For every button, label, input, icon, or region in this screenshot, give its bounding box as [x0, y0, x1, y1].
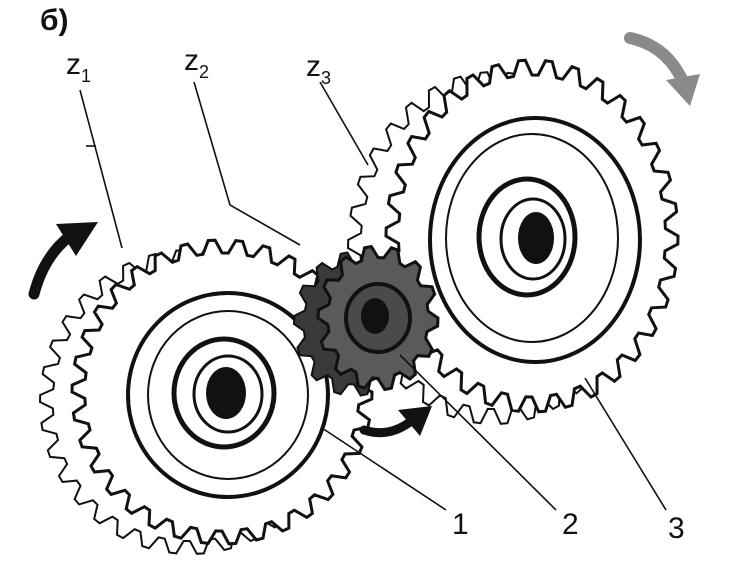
- leader-z3: [319, 81, 369, 166]
- gear-3-bore: [518, 212, 554, 264]
- curved-arrow-cw-grey-icon: [624, 32, 690, 90]
- label-z1: z1: [66, 48, 91, 86]
- label-z3-letter: z: [306, 50, 321, 83]
- rotation-arrow-gear-3: [624, 32, 700, 106]
- callout-1: 1: [452, 508, 469, 541]
- panel-label: б): [40, 4, 69, 37]
- leader-1: [321, 427, 447, 511]
- arrowhead-icon: [666, 74, 700, 106]
- gear-1-inner-ring: [147, 310, 309, 480]
- rotation-arrow-gear-2: [359, 406, 432, 438]
- curved-arrow-ccw-icon: [28, 230, 76, 300]
- leader-2: [399, 354, 557, 511]
- leader-lines: [79, 81, 667, 511]
- label-z2-subscript: 2: [199, 62, 209, 82]
- gear-1-bore: [206, 367, 246, 419]
- gear-3-hub-rim: [499, 197, 567, 281]
- label-z1-letter: z: [66, 48, 81, 81]
- label-z3: z3: [306, 50, 331, 88]
- gear-2-bore: [361, 298, 389, 334]
- label-z1-subscript: 1: [81, 66, 91, 86]
- arrowhead-icon: [56, 222, 98, 256]
- callout-2: 2: [562, 508, 579, 541]
- label-z2-letter: z: [184, 44, 199, 77]
- gear-1-hub-rim: [192, 354, 264, 434]
- leader-3: [584, 377, 667, 511]
- gear-2: [292, 244, 440, 397]
- curved-arrow-cw-icon: [359, 417, 415, 438]
- leader-z2: [193, 81, 301, 246]
- rotation-arrow-gear-1: [28, 222, 98, 300]
- label-z2: z2: [184, 44, 209, 82]
- gear-1: [38, 238, 374, 555]
- leader-z1: [79, 89, 123, 249]
- gear-3-inner-ring: [445, 133, 619, 343]
- label-z3-subscript: 3: [321, 68, 331, 88]
- arrowhead-icon: [398, 406, 432, 436]
- callout-3: 3: [668, 512, 685, 545]
